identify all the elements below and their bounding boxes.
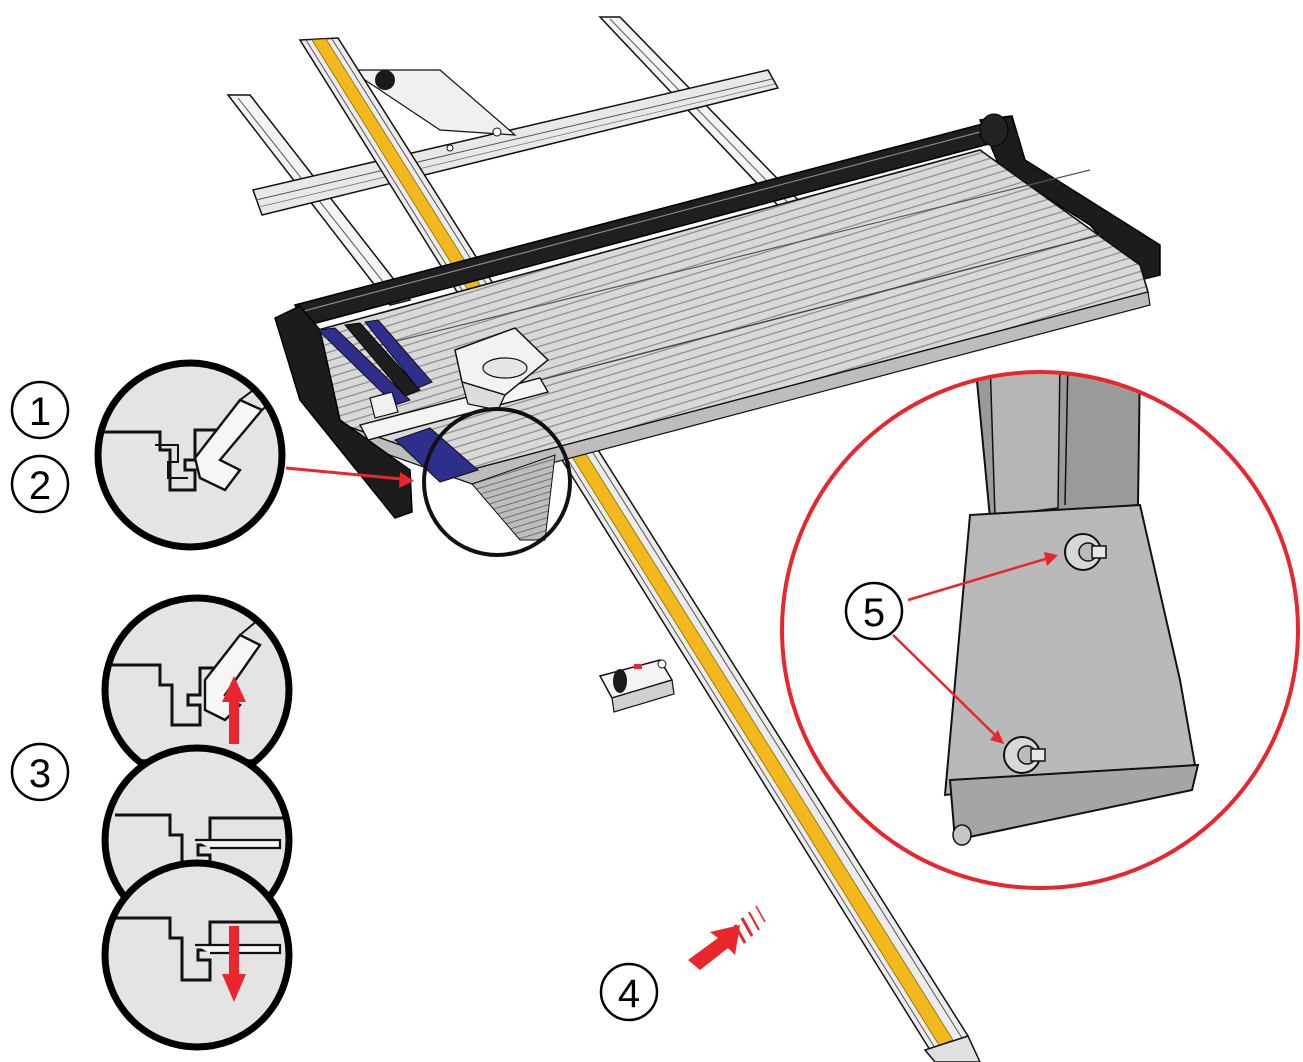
back-rails: [226, 16, 810, 306]
detail-circle-step3-a: [101, 594, 293, 786]
detail-circle-alignment: [94, 359, 286, 551]
step-badge-2: 2: [10, 454, 70, 514]
red-arrow-icon: [892, 552, 1058, 744]
step-number-1: 1: [29, 390, 51, 434]
red-arrow-icon: [285, 466, 414, 488]
sliding-stop: [598, 659, 675, 713]
step-badge-4: 4: [599, 962, 659, 1022]
detail-circle-bracket: [780, 370, 1300, 890]
step-number-2: 2: [29, 464, 51, 508]
focus-circle: [422, 407, 572, 557]
bolt-upper: [1064, 533, 1107, 571]
step-badge-3: 3: [10, 742, 70, 802]
bolt-lower: [1003, 736, 1046, 774]
detail-circle-step3-c: [101, 859, 293, 1051]
step-badge-5: 5: [844, 581, 904, 641]
motion-arrow-icon: [688, 905, 766, 970]
trimmer-body: [274, 113, 1161, 541]
step-number-5: 5: [863, 591, 885, 635]
up-arrow-icon: [222, 676, 246, 744]
step-badge-1: 1: [10, 380, 70, 440]
down-arrow-icon: [222, 926, 246, 1002]
step-number-4: 4: [618, 972, 640, 1016]
step-number-3: 3: [29, 752, 51, 796]
